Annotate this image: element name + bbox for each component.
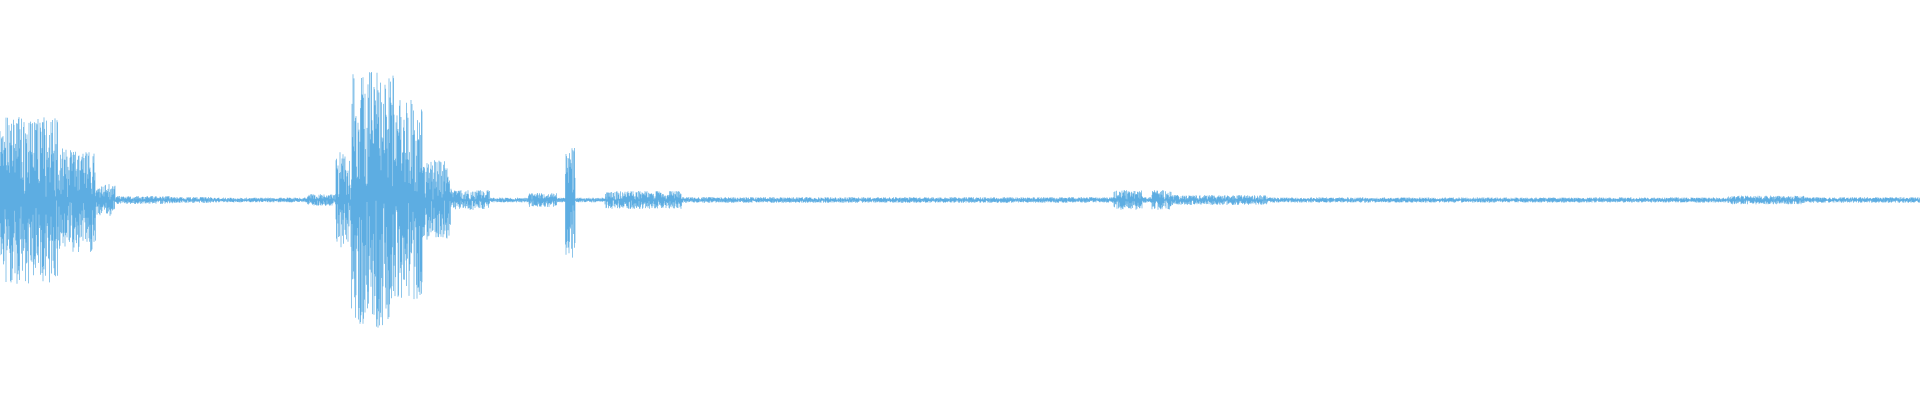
waveform-trace bbox=[0, 72, 1920, 328]
